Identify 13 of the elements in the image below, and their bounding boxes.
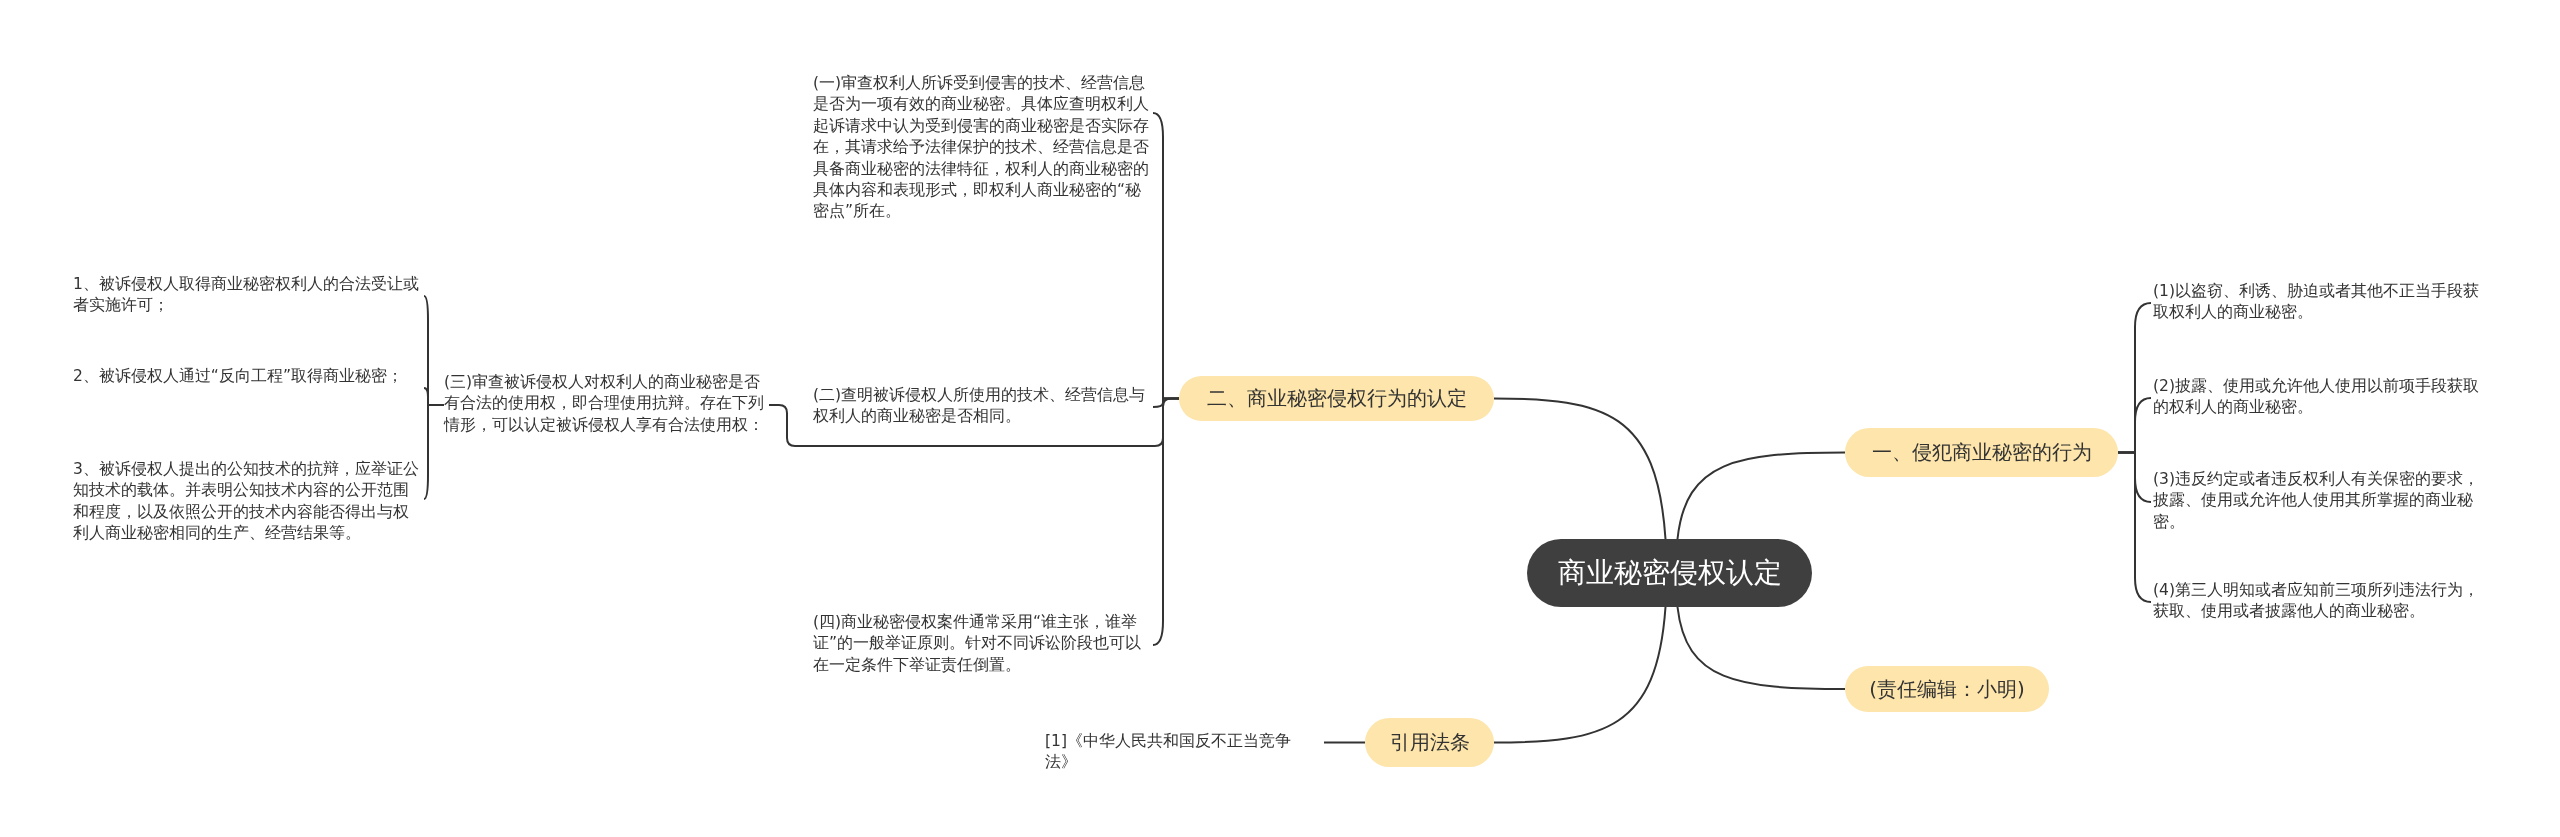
- central-topic: 商业秘密侵权认定: [1527, 539, 1812, 607]
- topic-pill: 一、侵犯商业秘密的行为: [1845, 428, 2118, 477]
- connector-line: [1676, 451, 1846, 540]
- connector-line: [1323, 741, 1366, 744]
- connector-line: [2117, 451, 2152, 603]
- connector-line: [1152, 397, 1180, 646]
- connector-line: [423, 404, 445, 500]
- connector-line: [1493, 397, 1667, 540]
- topic-pill: 引用法条: [1365, 718, 1494, 767]
- connector-line: [1676, 606, 1846, 690]
- topic-pill: 二、商业秘密侵权行为的认定: [1179, 376, 1494, 421]
- connector-line: [1493, 606, 1667, 744]
- topic-pill: (责任编辑：小明): [1845, 666, 2049, 712]
